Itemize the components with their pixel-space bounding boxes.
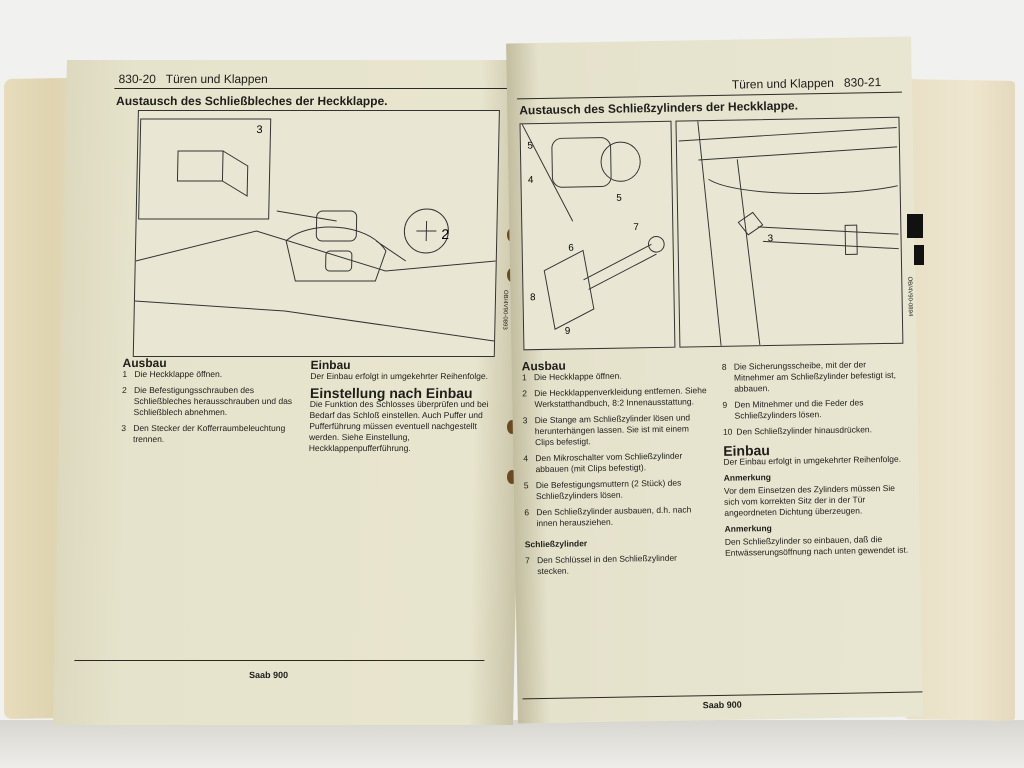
callout: 5: [616, 193, 622, 204]
callout: 8: [530, 292, 536, 303]
page-title: Austausch des Schließzylinders der Heckk…: [519, 98, 799, 118]
einbau-text: Der Einbau erfolgt in umgekehrter Reihen…: [723, 453, 902, 467]
header-rule: [517, 91, 903, 100]
note-text: Vor dem Einsetzen des Zylinders müssen S…: [723, 482, 896, 518]
section-name: Türen und Klappen: [731, 75, 835, 92]
binding-ring: [507, 470, 517, 484]
note-heading: Anmerkung: [724, 523, 772, 534]
footer-rule: [74, 660, 485, 661]
figure-code: OB/4V90-0893: [501, 290, 509, 330]
book-edge-right: [905, 79, 1015, 721]
einbau-text: Der Einbau erfolgt in umgekehrter Reihen…: [310, 371, 489, 381]
callout-3: 3: [256, 124, 262, 136]
footer-model: Saab 900: [248, 670, 289, 680]
page-header: Türen und Klappen 830-21: [732, 75, 882, 92]
note-text: Den Schließzylinder so einbauen, daß die…: [724, 534, 909, 558]
page-header: 830-20 Türen und Klappen: [118, 72, 268, 86]
figure-lock-cylinder: 5 4 5 7 6 8 9: [519, 120, 676, 351]
section-tab-marker: [907, 214, 923, 238]
einstellung-text: Die Funktion des Schlosses überprüfen un…: [308, 399, 489, 453]
lock-cylinder-illustration: 5 4 5 7 6 8 9: [521, 124, 665, 337]
tailgate-illustration: 3: [678, 121, 899, 346]
table-surface: [0, 720, 1024, 768]
left-page: 830-20 Türen und Klappen Austausch des S…: [53, 60, 527, 725]
right-page: Türen und Klappen 830-21 Austausch des S…: [506, 36, 923, 724]
page-number: 830-21: [843, 75, 882, 90]
figure-code: OB/4V90-0894: [906, 276, 913, 317]
note-heading: Anmerkung: [723, 472, 772, 483]
page-number: 830-20: [118, 72, 157, 86]
figure-tailgate: 3: [675, 116, 904, 348]
einstellung-heading: Einstellung nach Einbau: [309, 385, 473, 401]
callout: 7: [633, 222, 639, 233]
subheading: Schließzylinder: [524, 538, 588, 550]
einbau-section: Einbau Der Einbau erfolgt in umgekehrter…: [308, 358, 496, 459]
footer-rule: [522, 691, 923, 700]
einbau-heading: Einbau: [310, 358, 351, 372]
strike-plate-illustration: 3 2: [134, 118, 496, 342]
footer-model: Saab 900: [702, 699, 742, 711]
ausbau-heading: Ausbau: [122, 356, 167, 370]
callout-2: 2: [441, 226, 449, 242]
callout: 6: [568, 243, 574, 254]
section-name: Türen und Klappen: [165, 72, 268, 86]
callout: 4: [528, 175, 534, 186]
callout: 5: [527, 141, 533, 152]
figure-strike-plate: 3 2: [132, 110, 500, 357]
callout: 9: [565, 326, 571, 337]
callout: 3: [768, 233, 774, 244]
header-rule: [114, 88, 520, 89]
section-tab-marker: [914, 245, 924, 265]
page-title: Austausch des Schließbleches der Heckkla…: [115, 94, 388, 108]
